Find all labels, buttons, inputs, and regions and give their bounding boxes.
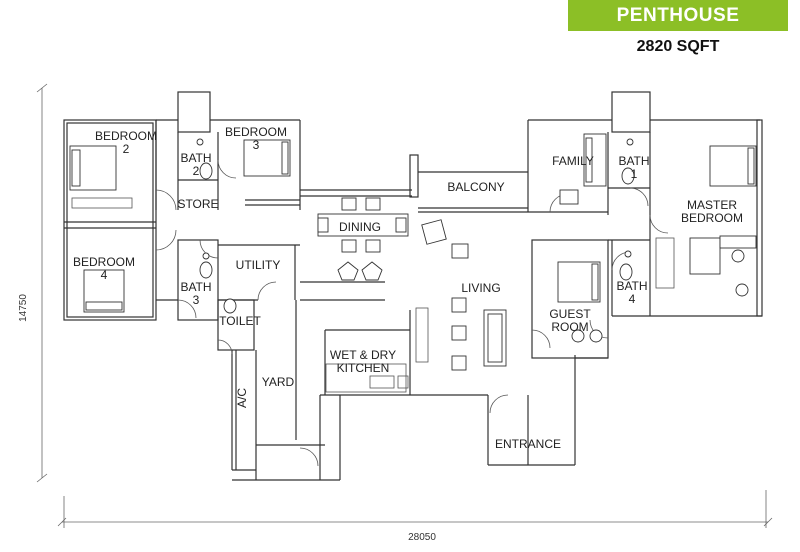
label-bath-3-number: 3 xyxy=(193,293,200,307)
label-bath-2-number: 2 xyxy=(193,164,200,178)
label-bath-2: BATH xyxy=(180,151,211,165)
label-toilet: TOILET xyxy=(219,314,261,328)
label-bedroom-2-number: 2 xyxy=(123,142,130,156)
width-dimension: 28050 xyxy=(408,532,436,543)
label-bedroom-3: BEDROOM xyxy=(225,125,287,139)
label-living: LIVING xyxy=(461,281,500,295)
label-bath-4: BATH xyxy=(616,279,647,293)
label-bath-1-number: 1 xyxy=(631,167,638,181)
label-bedroom-4-number: 4 xyxy=(101,268,108,282)
doors xyxy=(155,159,669,467)
label-kitchen: WET & DRY xyxy=(330,348,396,362)
furniture xyxy=(69,133,757,393)
label-utility: UTILITY xyxy=(236,258,281,272)
label-bedroom-3-number: 3 xyxy=(253,138,260,152)
label-family: FAMILY xyxy=(552,154,594,168)
label-balcony: BALCONY xyxy=(447,180,504,194)
label-bath-3: BATH xyxy=(180,280,211,294)
label-ac: A/C xyxy=(235,388,249,408)
label-bath-1: BATH xyxy=(618,154,649,168)
label-kitchen-line2: KITCHEN xyxy=(337,361,390,375)
label-dining: DINING xyxy=(339,220,381,234)
label-guest-room: GUEST xyxy=(549,307,591,321)
label-bedroom-4: BEDROOM xyxy=(73,255,135,269)
unit-area: 2820 SQFT xyxy=(636,38,720,55)
unit-type-banner: PENTHOUSE xyxy=(568,0,788,31)
label-entrance: ENTRANCE xyxy=(495,437,561,451)
label-store: STORE xyxy=(177,197,218,211)
label-bedroom-2: BEDROOM xyxy=(95,129,157,143)
unit-type-label: PENTHOUSE xyxy=(616,4,740,26)
height-dimension: 14750 xyxy=(18,294,29,322)
walls xyxy=(63,91,763,481)
label-bath-4-number: 4 xyxy=(629,292,636,306)
dimension-lines xyxy=(36,83,773,528)
label-yard: YARD xyxy=(262,375,295,389)
label-guest-room-line2: ROOM xyxy=(551,320,588,334)
label-master-bedroom-line2: BEDROOM xyxy=(681,211,743,225)
label-master-bedroom: MASTER xyxy=(687,198,737,212)
room-labels: BEDROOM 2 BATH 2 BEDROOM 3 STORE BEDROOM… xyxy=(73,125,743,451)
